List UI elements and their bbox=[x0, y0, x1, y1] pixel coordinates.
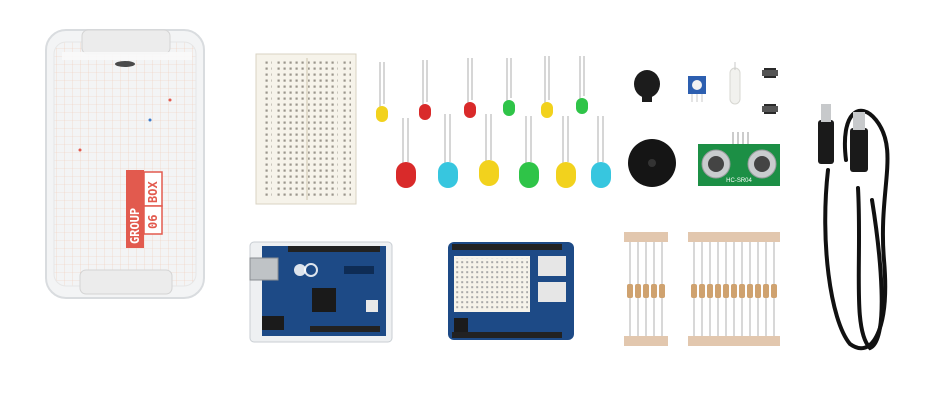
proto-shield-icon bbox=[448, 242, 574, 340]
usb-cable-icon bbox=[818, 104, 890, 351]
led-icon bbox=[419, 60, 431, 120]
led-icon bbox=[438, 114, 458, 188]
led-icon bbox=[376, 62, 388, 122]
resistor-icon bbox=[659, 284, 665, 298]
box-label-number: 06 bbox=[146, 215, 160, 229]
led-icon bbox=[591, 116, 611, 188]
led-icon bbox=[556, 116, 576, 188]
resistor-icon bbox=[643, 284, 649, 298]
sensor-label: HC-SR04 bbox=[726, 178, 752, 184]
led-icon bbox=[479, 114, 499, 186]
diode-icon bbox=[729, 62, 741, 105]
led-icon bbox=[541, 56, 553, 118]
led-icon bbox=[503, 58, 515, 116]
led-row-large bbox=[396, 114, 611, 188]
led-row-small bbox=[376, 56, 588, 122]
potentiometer-icon bbox=[688, 76, 706, 102]
box-label: GROUP BOX 06 bbox=[126, 170, 163, 248]
led-icon bbox=[576, 56, 588, 114]
resistor-group-large bbox=[688, 232, 780, 346]
arduino-board-icon bbox=[249, 241, 393, 343]
switch-icon bbox=[762, 68, 778, 114]
led-icon bbox=[519, 116, 539, 188]
resistor-icon bbox=[627, 284, 633, 298]
resistor-icon bbox=[651, 284, 657, 298]
led-icon bbox=[396, 118, 416, 188]
resistor-icon bbox=[635, 284, 641, 298]
box-label-word1: GROUP bbox=[128, 208, 142, 244]
buzzer-icon bbox=[628, 139, 676, 187]
led-icon bbox=[464, 58, 476, 118]
storage-box-icon: GROUP BOX 06 bbox=[45, 29, 205, 299]
breadboard-icon bbox=[255, 53, 357, 205]
push-button-icon bbox=[634, 70, 660, 102]
resistor-group-small bbox=[624, 232, 668, 346]
box-label-word2: BOX bbox=[146, 181, 160, 203]
ultrasonic-sensor-icon: HC-SR04 bbox=[698, 132, 780, 186]
